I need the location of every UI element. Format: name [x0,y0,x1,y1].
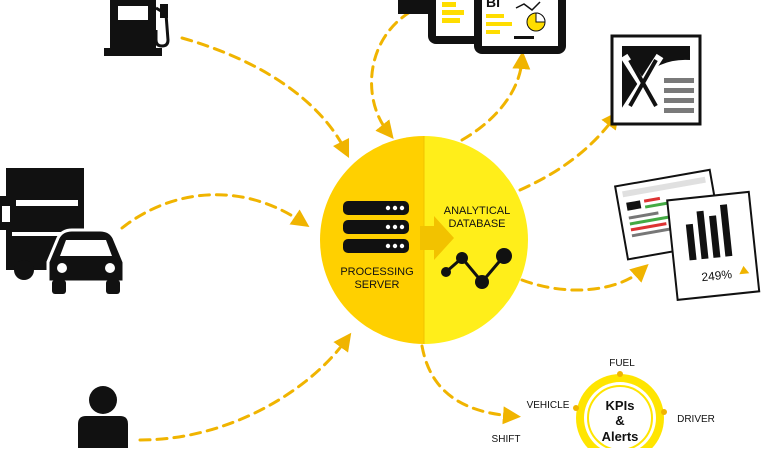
kpi-label-vehicle: VEHICLE [527,400,570,411]
analytical-database-label-line2: DATABASE [448,218,505,230]
vehicles-icon [0,168,126,294]
arrow-tablet-to-server [370,10,412,139]
flow-arrows [120,10,649,442]
reports-icon: 249% [613,168,761,301]
fuel-pump-icon [104,0,170,56]
excel-icon [610,34,702,126]
kpi-label-fuel: FUEL [609,358,635,369]
server-icon [343,201,409,253]
kpi-alerts-ring: KPIs & Alerts FUEL VEHICLE DRIVER SHIFT [492,358,715,453]
driver-icon [78,386,128,448]
arrow-fuel-to-server [180,36,350,159]
kpi-title-line2: & [615,413,624,428]
report-percent-label: 249% [701,267,733,284]
arrow-server-to-kpi [420,344,521,425]
analytical-database-label-line1: ANALYTICAL [444,205,510,217]
arrow-database-to-reports [520,263,649,292]
arrow-database-to-tablet [460,51,531,142]
arrow-database-to-excel [518,110,620,192]
database-line-chart-icon [441,248,512,289]
kpi-label-driver: DRIVER [677,414,715,425]
processing-server-label-line2: SERVER [354,279,399,291]
kpi-label-shift: SHIFT [492,434,521,445]
bi-tablets-icon: BI [398,0,566,54]
arrow-vehicles-to-server [120,193,310,230]
car-icon [46,228,126,294]
tablet-bi-label: BI [486,0,500,10]
kpi-title-line1: KPIs [606,398,635,413]
kpi-title-line3: Alerts [602,429,639,444]
processing-server-label-line1: PROCESSING [340,266,413,278]
arrow-driver-to-server [138,332,352,442]
processing-hub: PROCESSING SERVER ANALYTICAL DATABASE [320,136,528,344]
